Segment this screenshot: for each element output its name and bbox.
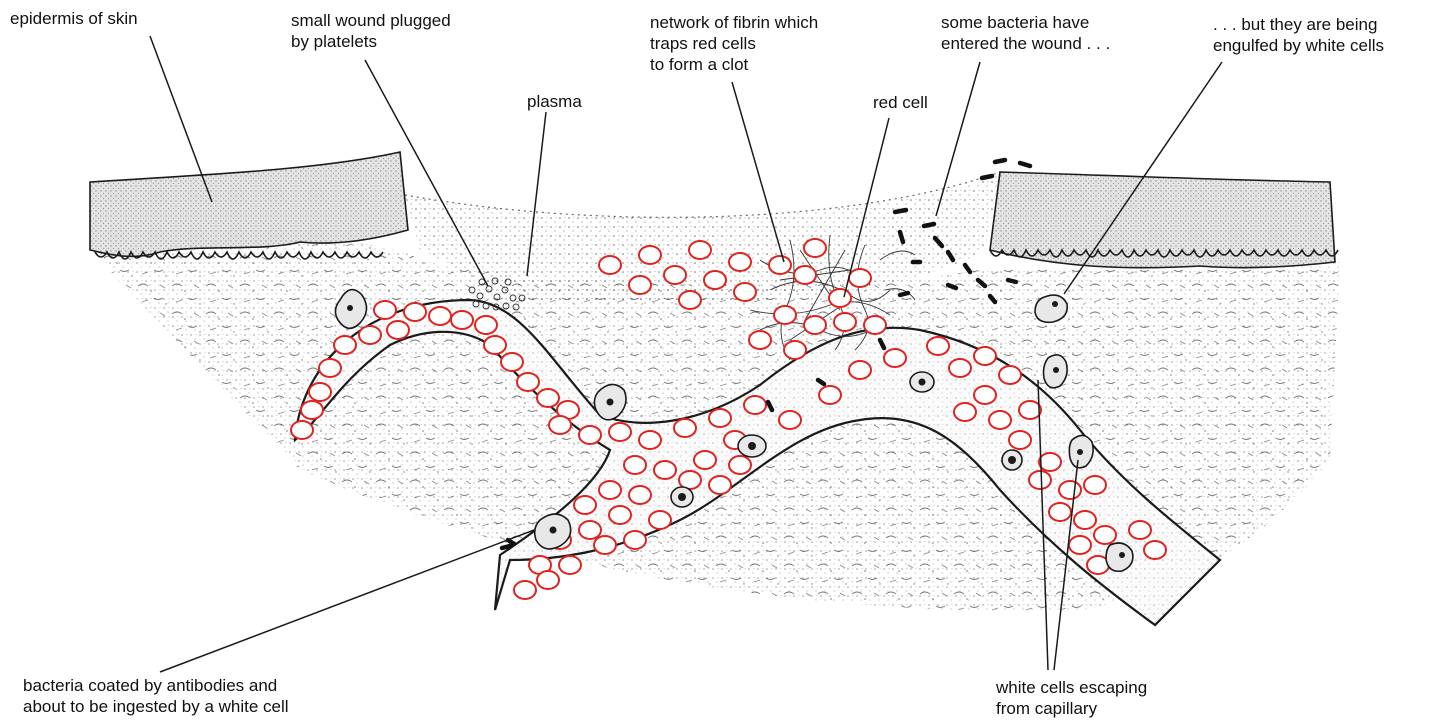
label-plasma: plasma <box>527 91 582 112</box>
label-escaping: white cells escaping from capillary <box>996 677 1147 719</box>
label-epidermis-line-1: epidermis of skin <box>10 8 138 29</box>
label-escaping-line-1: white cells escaping <box>996 677 1147 698</box>
label-red-cell-line-1: red cell <box>873 92 928 113</box>
label-fibrin-line-3: to form a clot <box>650 54 818 75</box>
label-platelets-line-1: small wound plugged <box>291 10 451 31</box>
label-engulfed: . . . but they are being engulfed by whi… <box>1213 14 1384 56</box>
label-bacteria-entered-line-2: entered the wound . . . <box>941 33 1110 54</box>
label-engulfed-line-1: . . . but they are being <box>1213 14 1384 35</box>
label-platelets: small wound plugged by platelets <box>291 10 451 52</box>
label-bacteria-entered-line-1: some bacteria have <box>941 12 1110 33</box>
label-plasma-line-1: plasma <box>527 91 582 112</box>
label-fibrin: network of fibrin which traps red cells … <box>650 12 818 75</box>
label-red-cell: red cell <box>873 92 928 113</box>
label-escaping-line-2: from capillary <box>996 698 1147 719</box>
label-platelets-line-2: by platelets <box>291 31 451 52</box>
label-antibodies: bacteria coated by antibodies and about … <box>23 675 289 717</box>
label-fibrin-line-2: traps red cells <box>650 33 818 54</box>
label-fibrin-line-1: network of fibrin which <box>650 12 818 33</box>
label-antibodies-line-1: bacteria coated by antibodies and <box>23 675 289 696</box>
label-epidermis: epidermis of skin <box>10 8 138 29</box>
label-engulfed-line-2: engulfed by white cells <box>1213 35 1384 56</box>
label-antibodies-line-2: about to be ingested by a white cell <box>23 696 289 717</box>
label-bacteria-entered: some bacteria have entered the wound . .… <box>941 12 1110 54</box>
